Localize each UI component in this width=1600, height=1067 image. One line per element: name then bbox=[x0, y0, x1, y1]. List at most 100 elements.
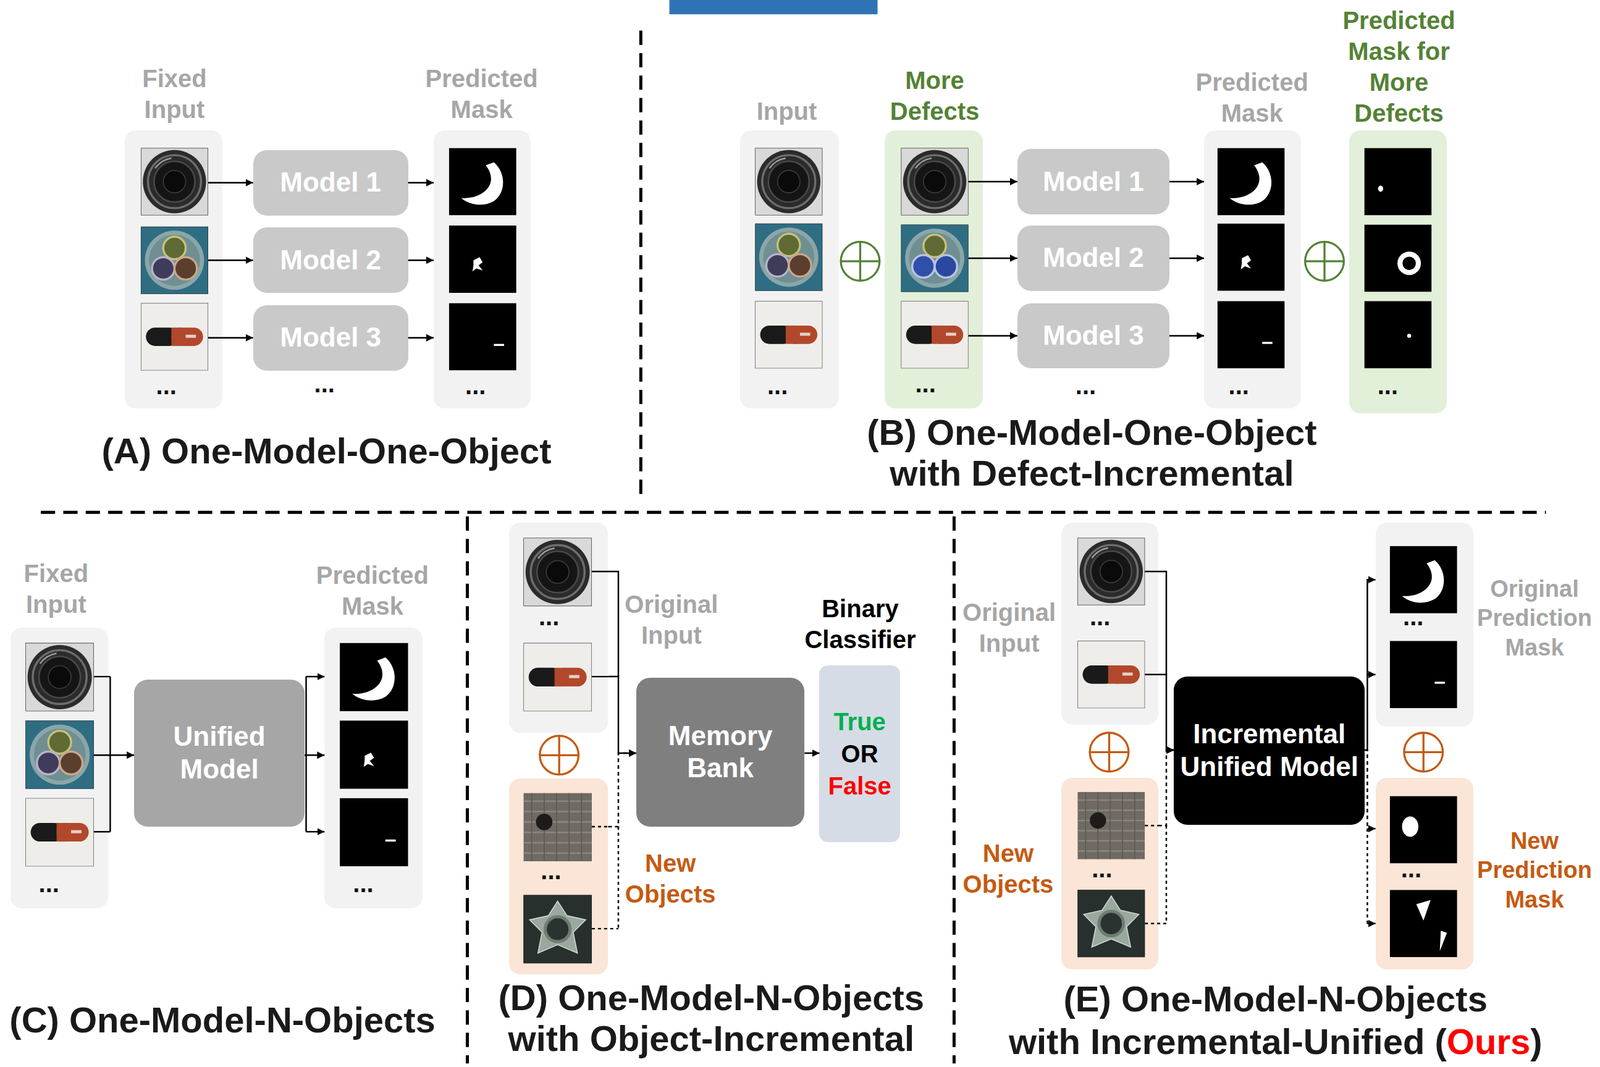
node-text: Model 3 bbox=[279, 321, 382, 354]
label-text: (C) One-Model-N-Objects bbox=[9, 999, 436, 1041]
mask-image bbox=[1364, 300, 1432, 369]
connector bbox=[108, 754, 135, 757]
node-text: Model 1 bbox=[1042, 165, 1145, 199]
cable-photo bbox=[754, 223, 823, 291]
split-bracket bbox=[305, 676, 307, 832]
wire-stubs bbox=[93, 181, 1376, 929]
merge-bracket bbox=[591, 571, 619, 677]
mask-image bbox=[339, 720, 409, 789]
connector bbox=[1169, 257, 1205, 260]
image-panel: Fixed Input... bbox=[10, 627, 109, 909]
lens-photo bbox=[754, 148, 823, 216]
connector bbox=[304, 754, 325, 757]
mask-image bbox=[449, 225, 517, 293]
text-holder: ... bbox=[352, 871, 374, 896]
image-panel: Original Input... bbox=[1061, 522, 1159, 725]
plus-symbol bbox=[1305, 241, 1345, 281]
text-holder: New Prediction Mask bbox=[1472, 826, 1597, 915]
nut-photo bbox=[1077, 889, 1145, 957]
text-holder: ... bbox=[1377, 373, 1398, 398]
connector bbox=[1158, 674, 1175, 750]
image-panel: Predicted Mask... bbox=[1204, 130, 1302, 408]
lens-photo bbox=[1077, 537, 1145, 605]
label-holder: (C) One-Model-N-Objects bbox=[9, 999, 436, 1041]
node-text: ... bbox=[465, 373, 486, 398]
split-arrow bbox=[1367, 673, 1376, 676]
text-holder: ... bbox=[1402, 604, 1424, 629]
node-text: ... bbox=[1089, 604, 1111, 629]
process-box: Model 2 bbox=[1017, 225, 1170, 291]
node-text: False bbox=[827, 769, 891, 802]
merge-bracket bbox=[1144, 571, 1167, 675]
node-text: ... bbox=[1401, 856, 1422, 881]
node-text: Binary Classifier bbox=[791, 593, 928, 655]
mask-image bbox=[1217, 223, 1285, 291]
capsule-photo bbox=[25, 798, 94, 867]
connector bbox=[608, 676, 637, 754]
nut-photo bbox=[523, 895, 592, 964]
process-box: Binary ClassifierTrueORFalse bbox=[819, 665, 900, 843]
node-text: Memory Bank bbox=[636, 719, 805, 786]
mask-image bbox=[1364, 148, 1432, 216]
text-holder: More Defects bbox=[872, 64, 997, 127]
node-text: Model 3 bbox=[1042, 319, 1145, 353]
plus-symbol bbox=[840, 241, 880, 281]
node-text: ... bbox=[1228, 373, 1250, 398]
mask-image bbox=[1389, 795, 1458, 864]
text-holder: ... bbox=[38, 871, 60, 896]
text-holder: ... bbox=[538, 604, 560, 629]
label-text: (A) One-Model-One-Object bbox=[101, 430, 552, 472]
text-holder: Original Input bbox=[609, 588, 734, 651]
capsule-photo bbox=[1077, 640, 1145, 708]
connector bbox=[1169, 334, 1205, 337]
connector bbox=[982, 181, 1018, 183]
label-holder: (A) One-Model-One-Object bbox=[101, 430, 552, 472]
cable-photo bbox=[25, 720, 94, 789]
process-box: Model 2 bbox=[253, 227, 409, 293]
dashed-divider bbox=[40, 510, 1546, 514]
text-holder: ... bbox=[1401, 856, 1422, 881]
dashed-divider bbox=[952, 516, 956, 1064]
label-holder: ... bbox=[1075, 373, 1096, 398]
capsule-photo bbox=[901, 300, 969, 369]
mask-image bbox=[1389, 640, 1458, 708]
text-holder: Fixed Input bbox=[127, 63, 221, 125]
text-holder: ... bbox=[156, 373, 177, 398]
lens-photo bbox=[140, 148, 209, 216]
label-text: (E) One-Model-N-Objects bbox=[1063, 978, 1488, 1020]
connector bbox=[982, 334, 1018, 337]
mask-image bbox=[1389, 889, 1458, 957]
node-text: ... bbox=[1402, 604, 1424, 629]
text-holder: ... bbox=[1091, 856, 1112, 881]
connector bbox=[1158, 749, 1175, 826]
label-text: ... bbox=[1075, 373, 1096, 398]
lens-photo bbox=[25, 643, 94, 712]
text-holder: Predicted Mask bbox=[1185, 66, 1319, 129]
connector bbox=[608, 753, 637, 827]
mask-image bbox=[449, 148, 517, 216]
text-holder: ... bbox=[465, 373, 486, 398]
text-holder: Fixed Input bbox=[9, 557, 103, 620]
image-panel: More Defects... bbox=[884, 130, 983, 408]
merge-bracket bbox=[93, 676, 110, 832]
dotted-bracket bbox=[591, 826, 619, 929]
node-text: OR bbox=[841, 737, 879, 770]
process-box: Model 3 bbox=[253, 305, 409, 371]
connector bbox=[222, 259, 254, 262]
lens-photo bbox=[523, 537, 592, 607]
node-text: New Objects bbox=[946, 837, 1070, 900]
node-text: Predicted Mask bbox=[415, 63, 548, 125]
connector bbox=[1364, 749, 1376, 829]
image-panel: Original Input... bbox=[509, 522, 608, 733]
split-arrow bbox=[1367, 922, 1376, 925]
node-text: Fixed Input bbox=[9, 557, 103, 620]
text-holder: ... bbox=[540, 858, 561, 883]
mask-image bbox=[1217, 300, 1285, 369]
capsule-photo bbox=[140, 303, 209, 371]
node-text: Original Input bbox=[947, 596, 1072, 659]
node-text: ... bbox=[914, 371, 936, 396]
label-text: ... bbox=[314, 371, 335, 396]
label-holder: (E) One-Model-N-Objects bbox=[1063, 978, 1488, 1020]
